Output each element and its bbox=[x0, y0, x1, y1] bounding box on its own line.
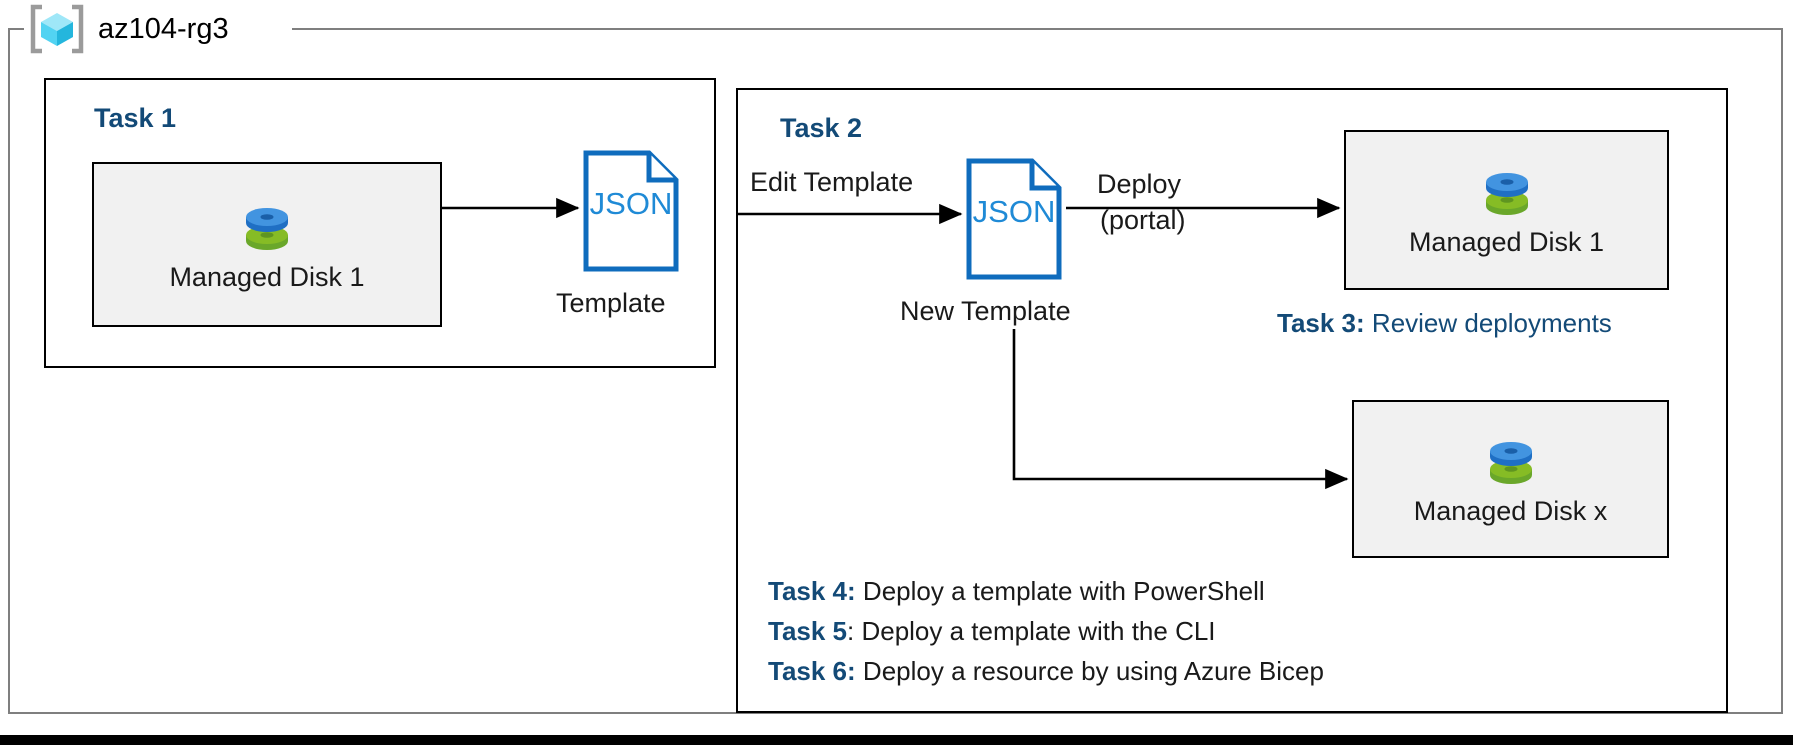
new-template-caption: New Template bbox=[900, 296, 1071, 326]
task1-heading: Task 1 bbox=[94, 103, 177, 133]
task2-heading: Task 2 bbox=[780, 113, 863, 143]
resource-label: Managed Disk 1 bbox=[1408, 227, 1605, 258]
task4-tag: Task 4: bbox=[768, 576, 856, 606]
task4-body: Deploy a template with PowerShell bbox=[855, 576, 1265, 606]
resource-label: Managed Disk x bbox=[1413, 496, 1608, 527]
json-document-icon: JSON bbox=[966, 158, 1062, 280]
task5-note: Task 5: Deploy a template with the CLI bbox=[768, 618, 1216, 644]
azure-resource-group-cube-icon bbox=[30, 4, 84, 54]
managed-disk-icon bbox=[236, 197, 298, 259]
resource-label: Managed Disk 1 bbox=[169, 261, 365, 292]
resource-group-header: az104-rg3 bbox=[30, 2, 229, 56]
task1-group-box bbox=[44, 78, 716, 368]
task2-group-box bbox=[736, 88, 1728, 713]
resource-group-name: az104-rg3 bbox=[98, 12, 229, 45]
task3-body: Review deployments bbox=[1364, 308, 1612, 338]
resource-group-frame bbox=[8, 28, 1783, 714]
template-caption: Template bbox=[556, 288, 666, 318]
task6-note: Task 6: Deploy a resource by using Azure… bbox=[768, 658, 1324, 684]
edge-label-edit-template: Edit Template bbox=[750, 167, 914, 197]
task6-tag: Task 6: bbox=[768, 656, 856, 686]
edge-label-deploy-portal: (portal) bbox=[1100, 205, 1186, 235]
task5-tag: Task 5 bbox=[768, 616, 848, 646]
svg-text:JSON: JSON bbox=[973, 194, 1056, 229]
edge-label-deploy: Deploy bbox=[1097, 169, 1182, 199]
task5-body: : Deploy a template with the CLI bbox=[847, 616, 1216, 646]
page-bottom-rule bbox=[0, 735, 1793, 745]
svg-text:JSON: JSON bbox=[590, 186, 673, 221]
resource-card-managed-disk-x: Managed Disk x bbox=[1352, 400, 1669, 558]
task3-tag: Task 3: bbox=[1277, 308, 1365, 338]
resource-card-managed-disk-1-deployed: Managed Disk 1 bbox=[1344, 130, 1669, 290]
task3-note: Task 3: Review deployments bbox=[1277, 310, 1612, 336]
resource-card-managed-disk-1: Managed Disk 1 bbox=[92, 162, 442, 327]
task4-note: Task 4: Deploy a template with PowerShel… bbox=[768, 578, 1265, 604]
managed-disk-icon bbox=[1476, 162, 1538, 224]
json-document-icon: JSON bbox=[583, 150, 679, 272]
task6-body: Deploy a resource by using Azure Bicep bbox=[855, 656, 1324, 686]
managed-disk-icon bbox=[1480, 431, 1542, 493]
